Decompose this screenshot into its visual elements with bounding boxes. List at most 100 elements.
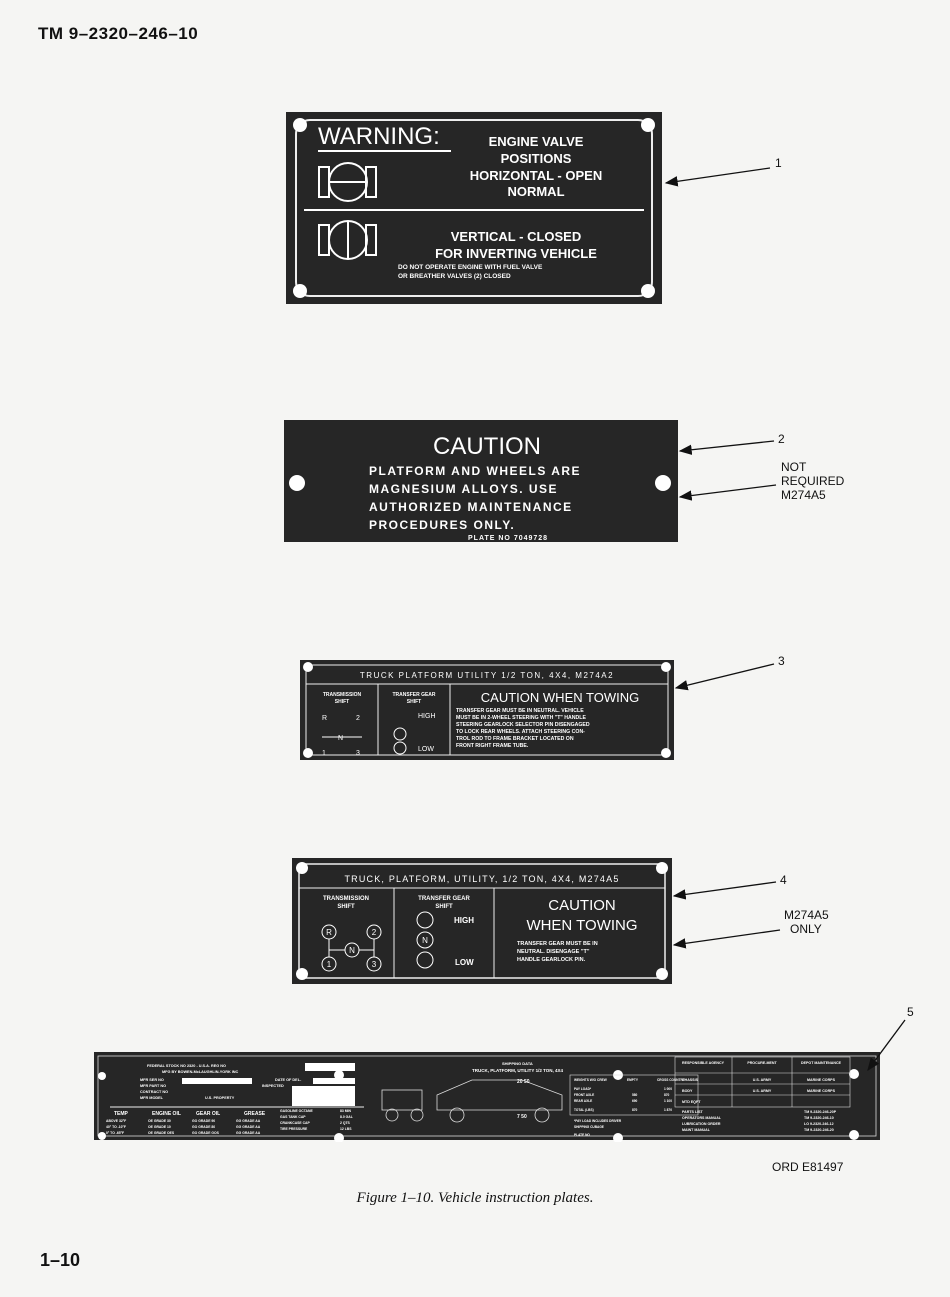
caution-magnesium-plate: CAUTION PLATFORM AND WHEELS ARE MAGNESIU…	[284, 420, 678, 542]
column-header: DEPOT MAINTENANCE	[801, 1061, 842, 1065]
table-cell: TM 9-2320-246-20P	[804, 1110, 837, 1114]
table-cell: LO 9-2320-246-12	[804, 1122, 834, 1126]
dimension-label: 7 50	[517, 1114, 527, 1120]
table-cell: TM 9-2320-246-20	[804, 1128, 834, 1132]
gear-label: 1	[327, 960, 332, 969]
table-cell: MARINE CORPS	[807, 1078, 836, 1082]
table-cell: 870	[632, 1108, 638, 1112]
plate-text: FEDERAL STOCK NO 2320 - U.S.A. REG NO	[147, 1064, 226, 1068]
column-header: EMPTY	[627, 1078, 639, 1082]
table-cell: 690	[632, 1099, 638, 1103]
plate-background	[286, 112, 662, 304]
m274a2-towing-plate: TRUCK PLATFORM UTILITY 1/2 TON, 4X4, M27…	[300, 660, 674, 760]
plate-text: TRANSFER GEAR	[392, 692, 435, 698]
plate-text: U.S. PROPERTY	[205, 1096, 235, 1100]
low-label: LOW	[418, 746, 434, 753]
plate-text: STEERING GEARLOCK SELECTOR PIN DISENGAGE…	[456, 722, 590, 728]
column-header: GREASE	[244, 1111, 266, 1117]
plate-text: PLATFORM AND WHEELS ARE	[369, 464, 581, 478]
gear-label: N	[422, 936, 428, 945]
plate-text: MFR SER NO	[140, 1078, 164, 1082]
plate-text: CONTRACT NO	[140, 1090, 168, 1094]
table-cell: GO GRADE 90	[192, 1119, 215, 1123]
callout-5: 5	[907, 1005, 914, 1019]
table-cell: GASOLINE OCTANE	[280, 1109, 313, 1113]
plate-text: TRANSMISSION	[323, 692, 362, 698]
table-cell: CRANKCASE CAP	[280, 1121, 311, 1125]
table-cell: 580	[632, 1093, 638, 1097]
low-label: LOW	[455, 958, 474, 967]
plate-text: TRANSFER GEAR	[418, 896, 470, 902]
caution-title: CAUTION	[433, 433, 541, 460]
table-cell: U.S. ARMY	[753, 1078, 772, 1082]
table-cell: CHASSIS	[682, 1078, 699, 1082]
gear-label: 2	[356, 715, 360, 722]
warning-title: WARNING:	[318, 123, 440, 150]
plate-text: PROCEDURES ONLY.	[369, 518, 515, 532]
table-cell: GG GRADE AA	[236, 1125, 261, 1129]
plate-title: TRUCK, PLATFORM, UTILITY, 1/2 TON, 4X4, …	[344, 874, 619, 884]
data-plate: FEDERAL STOCK NO 2320 - U.S.A. REG NO MF…	[92, 1050, 882, 1142]
column-header: PROCURE-MENT	[747, 1061, 777, 1065]
table-cell: ABOVE 32°F	[106, 1119, 126, 1123]
dimension-label: 20 50	[517, 1079, 530, 1085]
gear-label: 3	[372, 960, 377, 969]
gear-label: N	[338, 735, 343, 742]
table-cell: GAS TANK CAP	[280, 1115, 306, 1119]
caution-title: CAUTION WHEN TOWING	[481, 690, 639, 705]
table-cell: PARTS LIST	[682, 1110, 704, 1114]
column-header: CROSS COUNTRY	[657, 1078, 686, 1082]
plate-text: MUST BE IN 2-WHEEL STEERING WITH "T" HAN…	[456, 715, 586, 721]
table-cell: 1 100	[664, 1099, 672, 1103]
note-line: M274A5	[781, 488, 826, 502]
callout-4: 4	[780, 873, 787, 887]
transmission-shift-diagram: R 2 N 1 3	[322, 715, 362, 757]
column-header: GEAR OIL	[196, 1111, 220, 1117]
plate-text: TROL ROD TO FRAME BRACKET LOCATED ON	[456, 736, 574, 742]
table-cell: 2 QTS	[340, 1121, 351, 1125]
table-cell: OE GRADE 30	[148, 1119, 171, 1123]
plate-text: MAGNESIUM ALLOYS. USE	[369, 482, 558, 496]
table-cell: REAR AXLE	[574, 1099, 592, 1103]
high-label: HIGH	[454, 916, 474, 925]
table-cell: TM 9-2320-246-10	[804, 1116, 834, 1120]
table-cell: TIRE PRESSURE	[280, 1127, 308, 1131]
plate-text: TO LOCK REAR WHEELS. ATTACH STEERING CON…	[456, 729, 585, 735]
plate-text: MFR MODEL	[140, 1096, 164, 1100]
plate-text: TRANSFER GEAR MUST BE IN	[517, 941, 598, 947]
note-line: ONLY	[790, 922, 822, 936]
table-cell: PAY LOAD*	[574, 1087, 592, 1091]
plate-text: DO NOT OPERATE ENGINE WITH FUEL VALVE	[398, 264, 543, 271]
plate-text: *PAY LOAD INCLUDES DRIVER	[574, 1119, 622, 1123]
plate-text: AUTHORIZED MAINTENANCE	[369, 500, 573, 514]
table-cell: 870	[664, 1093, 670, 1097]
plate-number: PLATE NO 7049728	[468, 535, 548, 542]
caution-title: CAUTION	[548, 897, 616, 914]
plate-text: SHIFT	[335, 699, 349, 705]
plate-text: VERTICAL - CLOSED	[451, 229, 582, 244]
plate-text: DATE OF DEL-	[275, 1078, 302, 1082]
ord-number: ORD E81497	[772, 1160, 844, 1174]
table-cell: 1 000	[664, 1087, 672, 1091]
gear-label: R	[326, 928, 332, 937]
plate-text: NEUTRAL. DISENGAGE "T"	[517, 949, 590, 955]
plate-text: INSPECTED	[262, 1084, 284, 1088]
transfer-shift-diagram	[416, 911, 434, 969]
vehicle-dimension-diagram	[381, 1079, 563, 1123]
table-cell: GG GRADE AA	[236, 1131, 261, 1135]
plate-text: POSITIONS	[501, 151, 572, 166]
plate-text: SHIFT	[435, 904, 453, 910]
figure-caption: Figure 1–10. Vehicle instruction plates.	[356, 1190, 594, 1206]
table-cell: OPERATORS MANUAL	[682, 1116, 722, 1120]
plate-text: FOR INVERTING VEHICLE	[435, 246, 597, 261]
plate-text: SHIPPING DATA	[502, 1061, 533, 1066]
table-cell: U.S. ARMY	[753, 1089, 772, 1093]
table-cell: 83 MIN	[340, 1109, 351, 1113]
table-cell: TOTAL (LBS)	[574, 1108, 594, 1112]
table-cell: 12 LBS	[340, 1127, 352, 1131]
warning-plate: WARNING: ENGINE VALVE POSITIONS HORIZONT…	[286, 112, 662, 304]
gear-label: 3	[356, 750, 360, 757]
callout-3: 3	[778, 654, 785, 668]
table-cell: OE GRADE OES	[148, 1131, 175, 1135]
